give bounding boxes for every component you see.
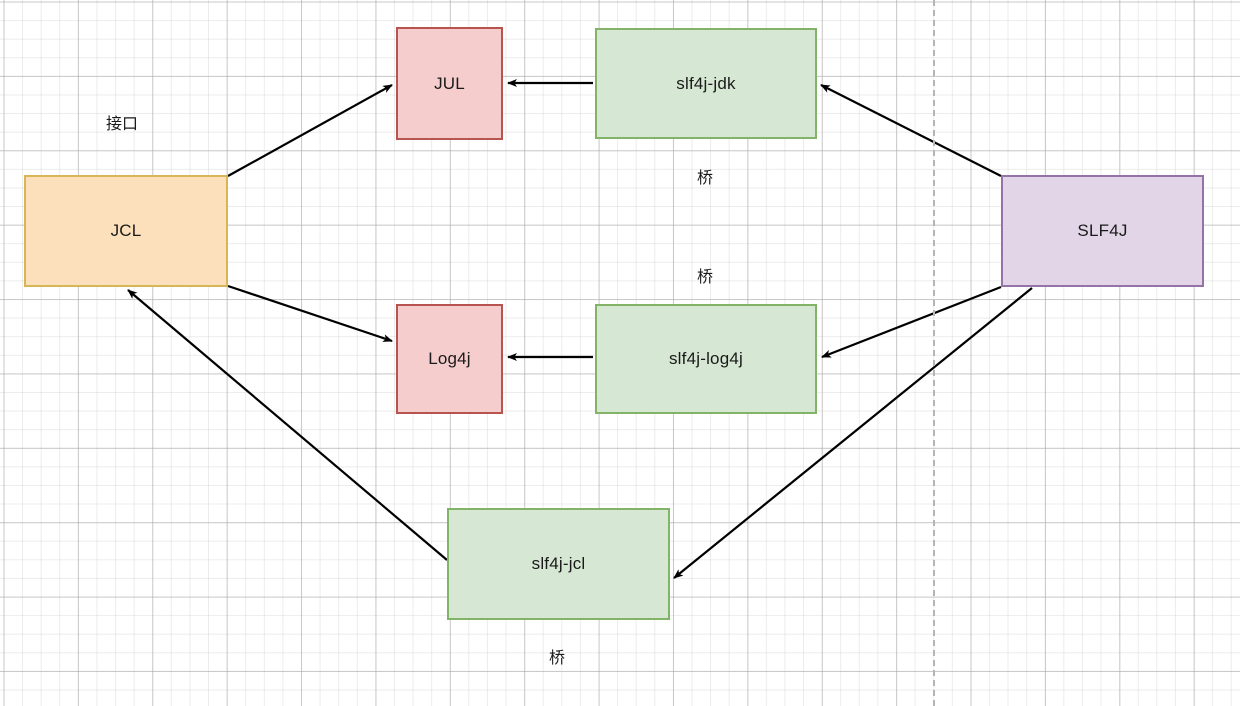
node-slf4j_jcl[interactable]: slf4j-jcl [447, 508, 670, 620]
edge-slf4j-to-slf4jjcl [673, 287, 1033, 579]
edge-jcl-to-log4j [227, 284, 393, 343]
node-label: slf4j-log4j [668, 349, 743, 368]
edge-label-bridge-jcl: 桥 [548, 650, 566, 667]
edge-slf4j-to-slf4jlog4j [821, 285, 1002, 359]
node-label: SLF4J [1077, 221, 1128, 240]
node-label: JCL [110, 221, 142, 240]
edge-label-bridge-log4j: 桥 [696, 269, 714, 286]
edge-slf4j-to-slf4jjdk [820, 84, 1002, 177]
node-label: Log4j [428, 349, 471, 368]
node-label: JUL [434, 73, 465, 93]
edge-label-bridge-jdk: 桥 [696, 170, 714, 187]
node-jul[interactable]: JUL [396, 27, 503, 140]
node-label: slf4j-jdk [676, 73, 736, 93]
edge-jcl-to-jul [227, 84, 393, 177]
node-slf4j_jdk[interactable]: slf4j-jdk [595, 28, 817, 139]
node-label: slf4j-jcl [531, 554, 586, 573]
node-jcl[interactable]: JCL [24, 175, 228, 287]
vertical-dashed-divider [933, 0, 935, 706]
edge-label-iface-label: 接口 [105, 116, 139, 133]
node-slf4j_log4j[interactable]: slf4j-log4j [595, 304, 817, 414]
node-slf4j[interactable]: SLF4J [1001, 175, 1204, 287]
node-log4j[interactable]: Log4j [396, 304, 503, 414]
edge-slf4jjcl-to-jcl [127, 289, 448, 561]
